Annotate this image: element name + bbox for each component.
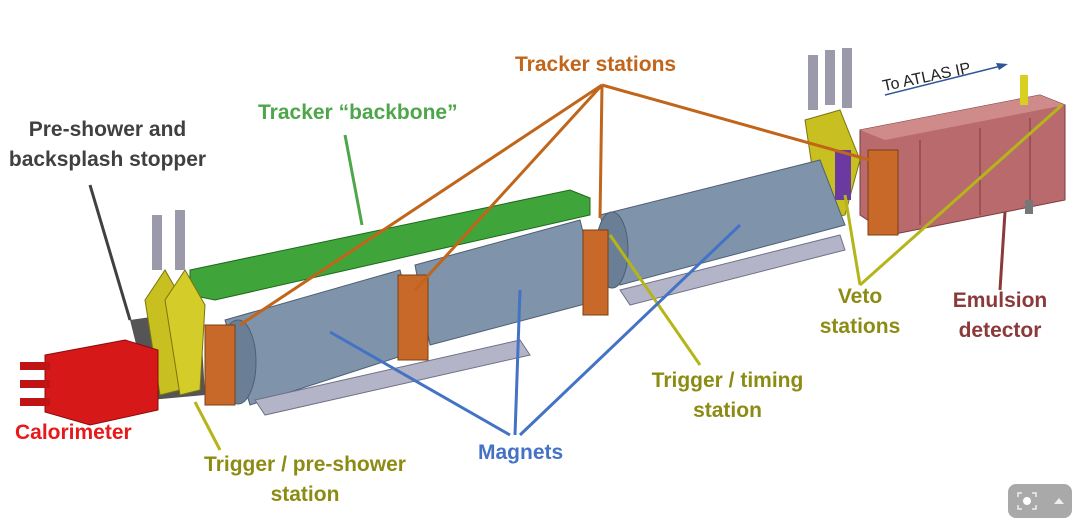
label-line: Emulsion [952, 289, 1048, 312]
image-controls[interactable] [1008, 484, 1072, 518]
calorimeter [20, 339, 159, 426]
label-line: detector [958, 319, 1042, 342]
veto-arrows [843, 103, 1063, 287]
magnet-arrows [329, 223, 742, 437]
emulsion-detector [859, 75, 1066, 236]
label-magnets: Magnets [478, 441, 564, 464]
label-line: Veto [837, 285, 883, 308]
label-line: Trigger / pre-shower [204, 453, 406, 476]
label-tracker-backbone: Tracker “backbone” [258, 101, 458, 124]
backbone-arrow [343, 134, 364, 226]
label-line: station [693, 399, 762, 422]
trigger-timing-arrow [608, 234, 702, 366]
chevron-up-icon[interactable] [1053, 496, 1065, 506]
trigger-preshower-arrow [193, 401, 222, 451]
label-line: station [270, 483, 340, 506]
atlas-direction-arrow [884, 64, 1006, 96]
label-line: backsplash stopper [8, 148, 207, 171]
arrowhead-icon [996, 63, 1008, 70]
tracker-stations [204, 229, 609, 406]
label-trigger-preshower: Trigger / pre-shower station [190, 450, 420, 510]
label-line: Trigger / timing [651, 369, 804, 392]
preshower-arrow [88, 184, 132, 321]
label-preshower: Pre-shower and backsplash stopper [5, 115, 210, 175]
tracker-arrows [239, 83, 871, 327]
label-tracker-stations: Tracker stations [515, 53, 677, 76]
emulsion-arrow [998, 211, 1007, 291]
label-calorimeter: Calorimeter [15, 421, 132, 444]
label-line: Pre-shower and [28, 118, 187, 141]
label-line: stations [819, 315, 901, 338]
label-emulsion: Emulsion detector [940, 286, 1060, 346]
screenshot-icon[interactable] [1016, 491, 1038, 511]
label-veto: Veto stations [810, 282, 910, 342]
label-trigger-timing: Trigger / timing station [640, 366, 815, 426]
